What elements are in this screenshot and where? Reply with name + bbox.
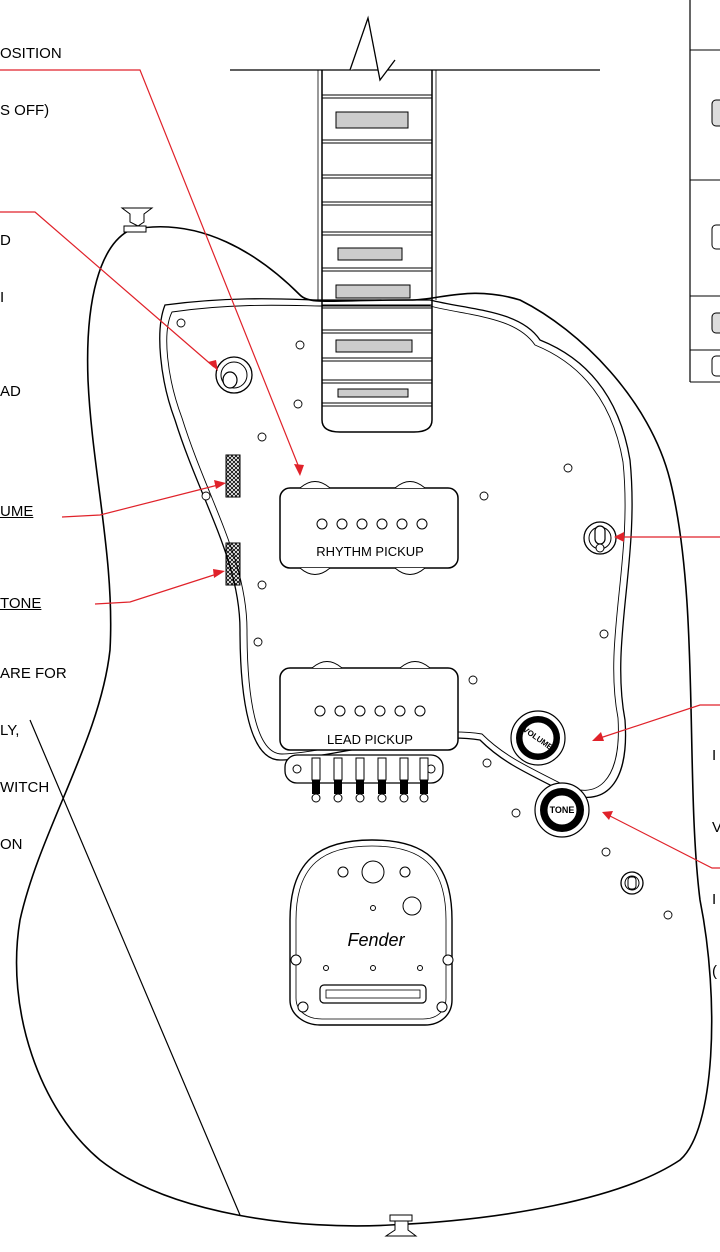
strap-button-bottom [384,1214,418,1237]
rhythm-pickup-label: RHYTHM PICKUP [316,544,424,559]
volume-knob: VOLUME [510,710,566,766]
callout-right-line1: I [712,747,717,764]
callout-ad-label: AD [0,383,21,400]
callout-position-line1: OSITION [0,45,62,62]
callout-leaders [0,69,720,869]
callout-note-label: ARE FOR LY, WITCH ON [0,626,67,873]
callout-rhythm-switch-label: D I [0,193,11,326]
fender-logo: Fender [347,930,405,950]
callout-note-line3: WITCH [0,779,50,796]
rhythm-volume-wheel [225,454,241,498]
lead-pickup-label: LEAD PICKUP [327,732,413,747]
tone-knob: TONE [534,782,590,838]
callout-note-line2: LY, [0,722,20,739]
strap-button-top [120,207,154,233]
bridge [284,754,444,803]
output-jack [620,871,644,895]
rhythm-tone-wheel [225,542,241,586]
cropped-table [689,0,720,383]
callout-note-line4: ON [0,836,23,853]
callout-arrowheads [208,360,624,820]
callout-volume-label: UME [0,503,34,520]
rhythm-circuit-switch [215,356,253,394]
callout-right-volume-label: I V I ( [712,696,720,1008]
neck-inlays [335,111,413,398]
callout-position-label: OSITION S OFF) [0,6,62,139]
pickguard-screws [176,318,673,920]
callout-note-line1: ARE FOR [0,665,67,682]
callout-right-line2: V [712,819,720,836]
callout-right-line4: ( [712,963,717,980]
neck-frets [322,94,432,407]
lead-pickup: LEAD PICKUP [279,661,459,751]
callout-rhythm-switch-line2: I [0,289,5,306]
rhythm-pickup: RHYTHM PICKUP [279,481,459,575]
callout-tone-label: TONE [0,595,42,612]
callout-rhythm-switch-line1: D [0,232,11,249]
guitar-body-outline [15,226,713,1227]
pickup-selector-switch [583,521,617,555]
callout-position-line2: S OFF) [0,102,50,119]
guitar-body-contour [29,719,241,1216]
guitar-neck [230,15,600,433]
tone-knob-label: TONE [550,805,575,815]
callout-right-line3: I [712,891,717,908]
tailpiece: Fender [289,839,454,1026]
